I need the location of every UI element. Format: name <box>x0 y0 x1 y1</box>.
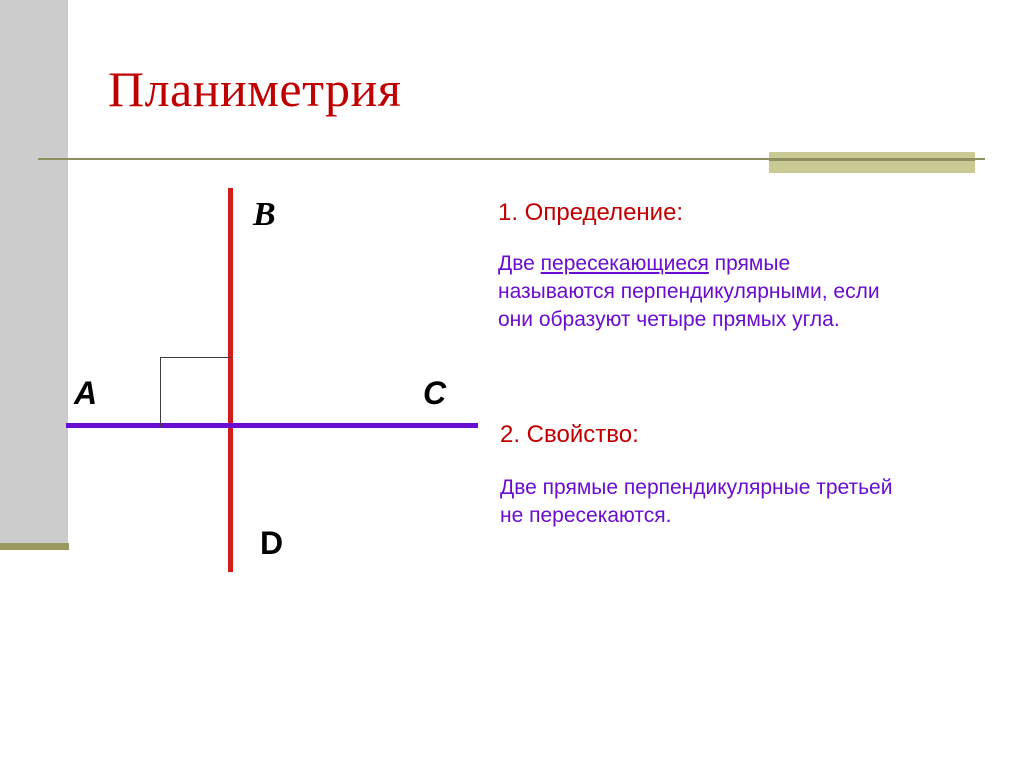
text-run: Две <box>498 252 541 275</box>
note-text-line: Две пересекающиеся прямые <box>498 250 1018 278</box>
horizontal-line-ac <box>66 423 478 428</box>
text-run: они образуют четыре прямых угла. <box>498 308 840 331</box>
text-run: называются перпендикулярными, если <box>498 280 880 303</box>
note-text-line: называются перпендикулярными, если <box>498 278 1018 306</box>
page-title: Планиметрия <box>108 61 402 117</box>
right-angle-marker-icon <box>160 357 231 427</box>
text-run: не пересекаются. <box>500 504 672 527</box>
note-text-line: Две прямые перпендикулярные третьей <box>500 474 920 502</box>
underlined-term: пересекающиеся <box>540 252 709 275</box>
vertical-line-bd <box>228 188 233 572</box>
note-block-definition: 1. Определение: Две пересекающиеся прямы… <box>498 198 1018 334</box>
text-run: прямые <box>708 252 791 275</box>
left-sidebar-foot-bar <box>0 543 69 550</box>
note-block-property: 2. Свойство: Две прямые перпендикулярные… <box>500 420 1020 530</box>
note-heading-definition: 1. Определение: <box>498 199 684 226</box>
text-run: Две прямые перпендикулярные третьей <box>500 476 893 499</box>
point-label-c: C <box>423 375 447 411</box>
header-rule-line <box>38 158 985 160</box>
note-text-line: они образуют четыре прямых угла. <box>498 306 1018 334</box>
note-text-line: не пересекаются. <box>500 502 920 530</box>
point-label-d: D <box>260 525 284 561</box>
note-heading-property: 2. Свойство: <box>500 421 639 448</box>
header-rule-block-core <box>769 158 975 161</box>
note-body-property: Две прямые перпендикулярные третьей не пе… <box>500 474 920 530</box>
header-rule-block <box>769 152 975 173</box>
point-label-a: A <box>74 375 98 411</box>
left-sidebar-band <box>0 0 68 543</box>
point-label-b: B <box>253 196 276 233</box>
